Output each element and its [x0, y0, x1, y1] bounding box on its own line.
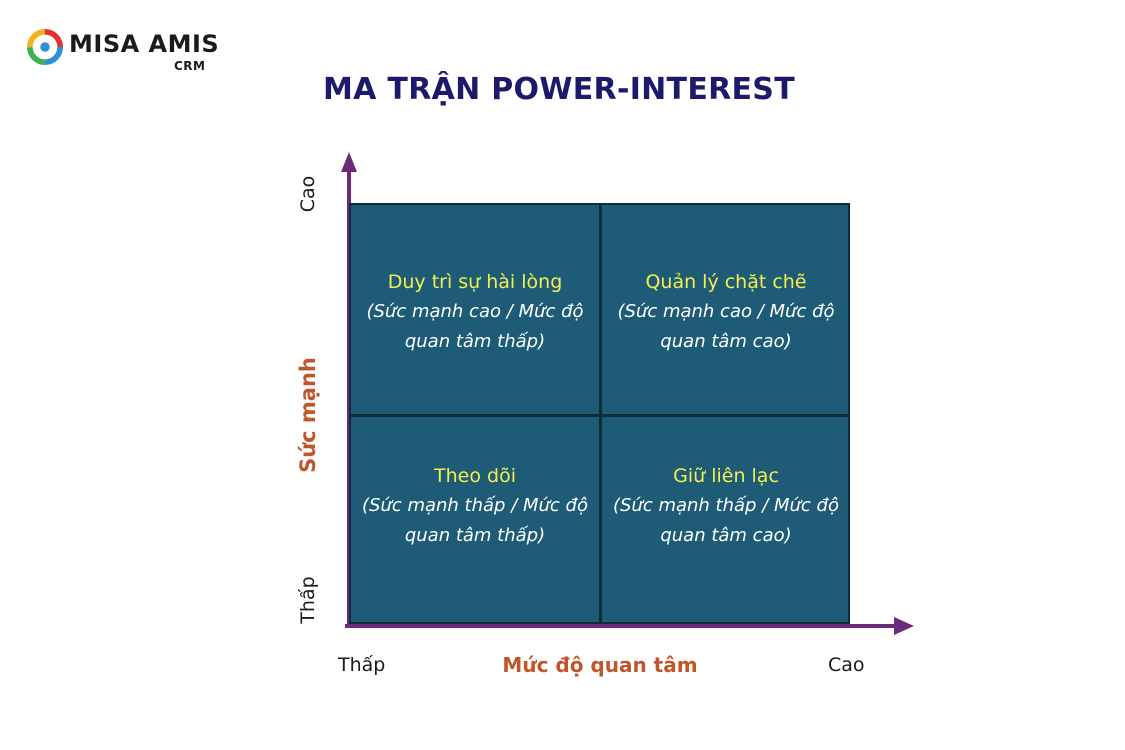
page-title: MA TRẬN POWER-INTEREST — [323, 72, 795, 107]
power-interest-matrix: Duy trì sự hài lòng (Sức mạnh cao / Mức … — [349, 203, 850, 624]
quadrant-description: (Sức mạnh thấp / Mức độ quan tâm cao) — [612, 495, 839, 546]
misa-amis-logo-icon — [26, 28, 64, 66]
quadrant-title: Theo dõi — [434, 465, 516, 487]
y-axis-title: Sức mạnh — [296, 357, 320, 473]
brand-name: MISA AMIS — [69, 30, 220, 58]
quadrant-monitor: Theo dõi (Sức mạnh thấp / Mức độ quan tâ… — [351, 461, 599, 551]
quadrant-description: (Sức mạnh thấp / Mức độ quan tâm thấp) — [361, 495, 588, 546]
quadrant-keep-satisfied: Duy trì sự hài lòng (Sức mạnh cao / Mức … — [351, 267, 599, 357]
quadrant-title: Giữ liên lạc — [673, 465, 779, 487]
brand-logo: MISA AMIS CRM — [26, 26, 220, 76]
quadrant-manage-closely: Quản lý chặt chẽ (Sức mạnh cao / Mức độ … — [602, 267, 850, 357]
quadrant-description: (Sức mạnh cao / Mức độ quan tâm thấp) — [366, 301, 584, 352]
brand-sub: CRM — [174, 59, 206, 73]
quadrant-title: Quản lý chặt chẽ — [645, 271, 807, 293]
x-axis-high-label: Cao — [828, 654, 865, 676]
quadrant-keep-informed: Giữ liên lạc (Sức mạnh thấp / Mức độ qua… — [602, 461, 850, 551]
horizontal-divider — [351, 414, 848, 417]
x-axis-low-label: Thấp — [338, 654, 386, 676]
y-axis-low-label: Thấp — [297, 576, 319, 624]
quadrant-description: (Sức mạnh cao / Mức độ quan tâm cao) — [617, 301, 835, 352]
x-axis-title: Mức độ quan tâm — [502, 653, 698, 677]
vertical-divider — [599, 205, 602, 622]
y-axis-high-label: Cao — [297, 175, 319, 213]
quadrant-title: Duy trì sự hài lòng — [387, 271, 563, 293]
